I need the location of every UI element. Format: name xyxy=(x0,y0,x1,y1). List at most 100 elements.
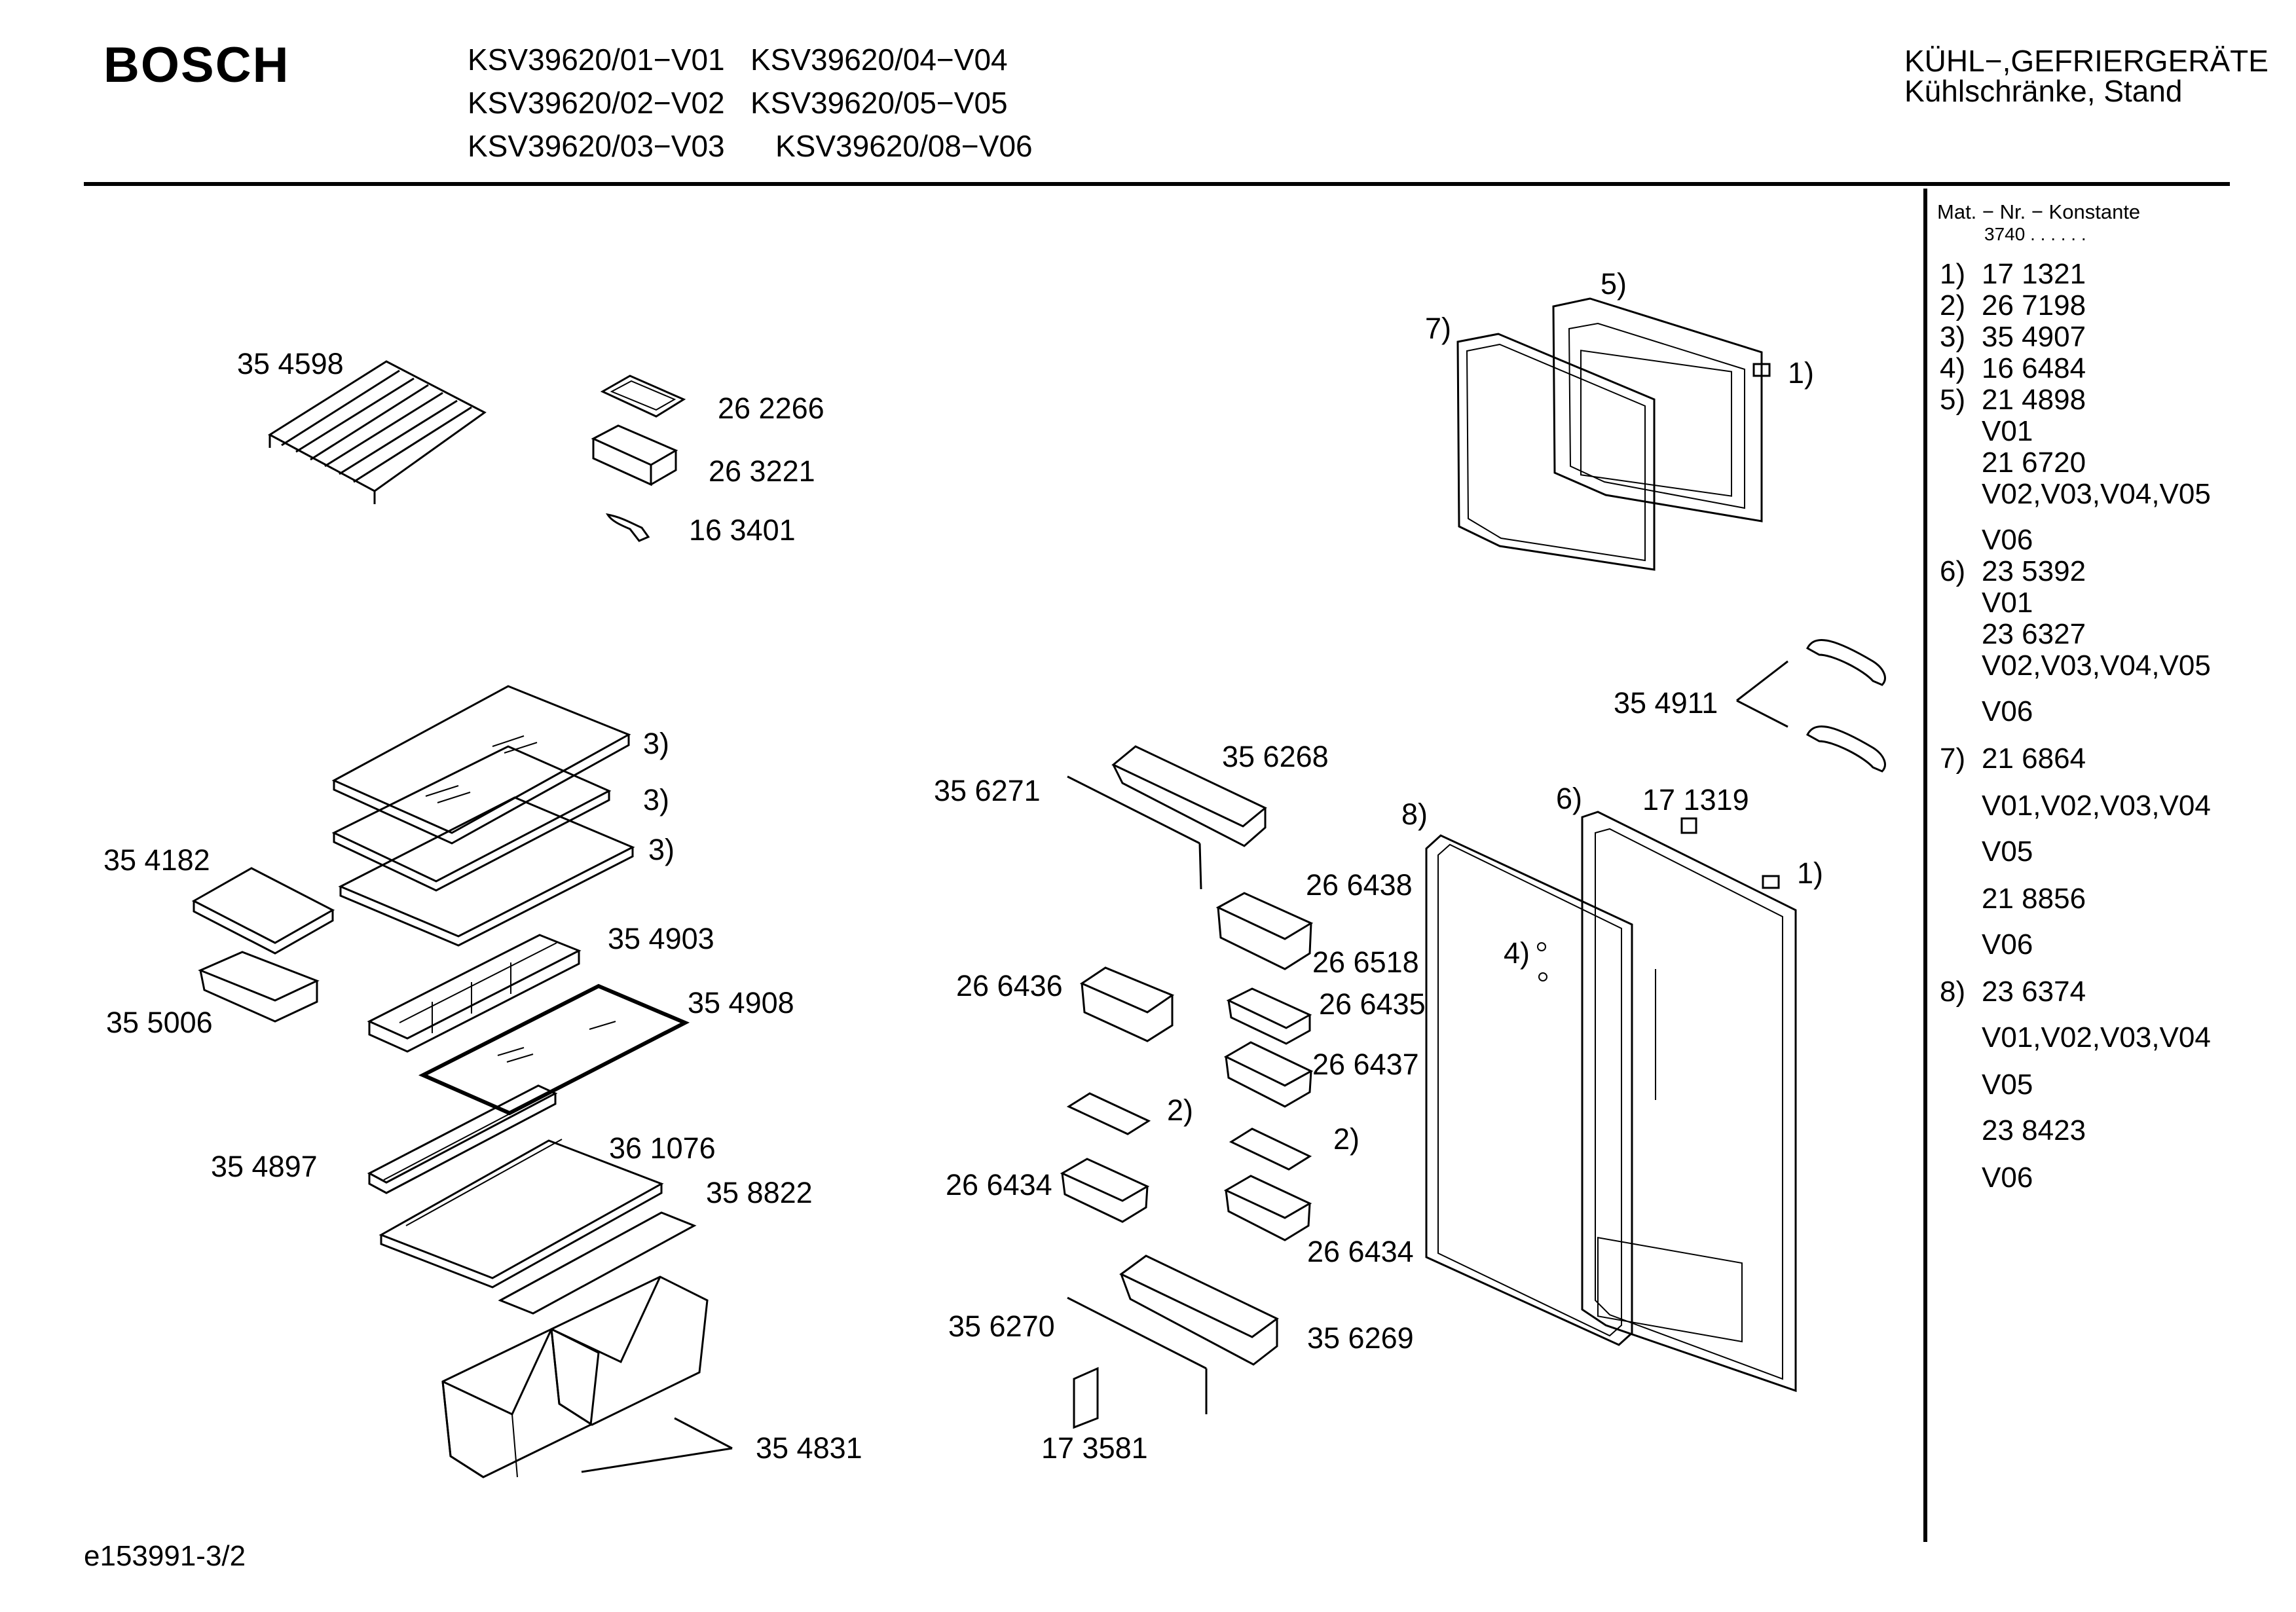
main-door-gasket-drawing xyxy=(1425,834,1633,1346)
legend-item-number: 1) xyxy=(1940,258,1966,290)
legend-item-text: 21 6720 xyxy=(1982,447,2086,479)
crisper-drawer-drawing xyxy=(441,1328,600,1478)
callout-number: 5) xyxy=(1601,267,1627,301)
legend-item-text: 23 6374 xyxy=(1982,976,2086,1008)
glass-shelf-drawing xyxy=(338,796,635,947)
legend-item-text: V01 xyxy=(1982,415,2033,447)
legend-item-text: V06 xyxy=(1982,524,2033,556)
model-number: KSV39620/05−V05 xyxy=(750,86,1008,120)
leader-line xyxy=(581,1447,733,1473)
small-bin-drawing xyxy=(1223,1175,1312,1241)
part-number-label: 35 4831 xyxy=(756,1431,862,1465)
leader-line xyxy=(1736,699,1788,728)
part-number-label: 35 4903 xyxy=(608,922,714,955)
model-number: KSV39620/01−V01 xyxy=(468,43,725,77)
legend-item-number: 7) xyxy=(1940,742,1966,775)
category-title: KÜHL−,GEFRIERGERÄTE xyxy=(1904,44,2268,78)
handle-drawing xyxy=(1806,725,1886,773)
leader-line xyxy=(1198,843,1202,890)
part-number-label: 35 4598 xyxy=(237,347,344,380)
part-number-label: 26 2266 xyxy=(718,392,824,425)
hinge-drawing xyxy=(1762,875,1780,889)
legend-item-number: 3) xyxy=(1940,321,1966,353)
hinge-drawing xyxy=(1752,363,1771,377)
callout-number: 1) xyxy=(1788,356,1815,390)
callout-number: 3) xyxy=(648,833,675,866)
legend-item-text: V01,V02,V03,V04 xyxy=(1982,1021,2211,1053)
glass-shelf-drawing xyxy=(331,685,631,845)
wire-shelf-drawing xyxy=(268,360,487,504)
callout-number: 3) xyxy=(643,783,670,816)
legend-item-text: 23 6327 xyxy=(1982,618,2086,650)
part-number-label: 35 4911 xyxy=(1614,686,1718,720)
model-number: KSV39620/08−V06 xyxy=(775,129,1033,163)
small-bin-drawing xyxy=(1215,892,1314,970)
legend-header: Mat. − Nr. − Konstante xyxy=(1937,200,2141,223)
legend-item-text: V06 xyxy=(1982,928,2033,961)
legend-item-text: 21 6864 xyxy=(1982,742,2086,775)
callout-number: 3) xyxy=(643,727,670,760)
legend-item-text: 16 6484 xyxy=(1982,352,2086,384)
legend-item-text: V05 xyxy=(1982,835,2033,868)
leader-line xyxy=(674,1417,733,1450)
model-number: KSV39620/02−V02 xyxy=(468,86,725,120)
part-number-label: 26 6434 xyxy=(946,1168,1052,1201)
part-number-label: 35 4897 xyxy=(211,1150,318,1183)
butter-box-drawing xyxy=(591,424,678,486)
part-number-label: 35 4908 xyxy=(688,986,794,1019)
callout-number: 4) xyxy=(1504,936,1530,970)
callout-number: 2) xyxy=(1167,1093,1194,1127)
legend-item-text: 21 4898 xyxy=(1982,384,2086,416)
category-subtitle: Kühlschränke, Stand xyxy=(1904,74,2183,108)
drawer-frame-drawing xyxy=(191,867,335,955)
part-number-label: 35 6271 xyxy=(934,774,1041,807)
egg-tray-drawing xyxy=(1229,1127,1312,1171)
freezer-gasket-drawing xyxy=(1456,333,1656,571)
egg-tray-drawing xyxy=(1066,1092,1151,1135)
part-number-label: 26 3221 xyxy=(709,454,815,488)
brand-logo: BOSCH xyxy=(103,37,290,93)
part-number-label: 35 6268 xyxy=(1222,740,1329,773)
glass-plate-drawing xyxy=(418,983,690,1116)
part-number-label: 35 4182 xyxy=(103,843,210,877)
door-balcony-drawing xyxy=(1119,1255,1279,1366)
legend-item-text: 23 8423 xyxy=(1982,1114,2086,1146)
part-number-label: 35 6270 xyxy=(948,1310,1055,1343)
part-number-label: 36 1076 xyxy=(609,1131,716,1165)
screw-drawing xyxy=(1537,942,1547,981)
small-drawer-drawing xyxy=(198,951,320,1023)
legend-item-number: 5) xyxy=(1940,384,1966,416)
part-number-label: 26 6436 xyxy=(956,969,1063,1002)
part-number-label: 26 6435 xyxy=(1319,987,1426,1021)
legend-item-text: V02,V03,V04,V05 xyxy=(1982,650,2211,682)
freezer-door-drawing xyxy=(1552,297,1763,522)
legend-item-text: V01,V02,V03,V04 xyxy=(1982,790,2211,822)
legend-item-text: 17 1321 xyxy=(1982,258,2086,290)
legend-item-number: 6) xyxy=(1940,555,1966,587)
crisper-drawer-drawing xyxy=(550,1275,709,1426)
crisper-frame-drawing xyxy=(367,934,582,1053)
leader-line xyxy=(1736,660,1788,702)
callout-number: 2) xyxy=(1333,1122,1360,1156)
door-balcony-drawing xyxy=(1111,745,1267,847)
handle-drawing xyxy=(1806,638,1886,686)
legend-item-text: 21 8856 xyxy=(1982,883,2086,915)
legend-item-number: 2) xyxy=(1940,289,1966,321)
part-number-label: 26 6518 xyxy=(1312,945,1419,979)
part-number-label: 26 6438 xyxy=(1306,868,1413,902)
drawing-code: e153991-3/2 xyxy=(84,1540,246,1572)
clip-drawing xyxy=(1073,1366,1099,1429)
model-number: KSV39620/03−V03 xyxy=(468,129,725,163)
small-bin-drawing xyxy=(1226,987,1312,1045)
leader-line xyxy=(1067,775,1200,845)
ice-tray-drawing xyxy=(600,375,686,418)
small-bin-drawing xyxy=(1060,1158,1150,1223)
legend-item-text: V06 xyxy=(1982,1162,2033,1194)
leader-line xyxy=(1067,1296,1207,1370)
part-number-label: 26 6437 xyxy=(1312,1048,1419,1081)
callout-number: 8) xyxy=(1401,797,1428,831)
callout-number: 1) xyxy=(1797,856,1824,890)
vent-grille-drawing xyxy=(367,1084,558,1194)
legend-item-text: 35 4907 xyxy=(1982,321,2086,353)
